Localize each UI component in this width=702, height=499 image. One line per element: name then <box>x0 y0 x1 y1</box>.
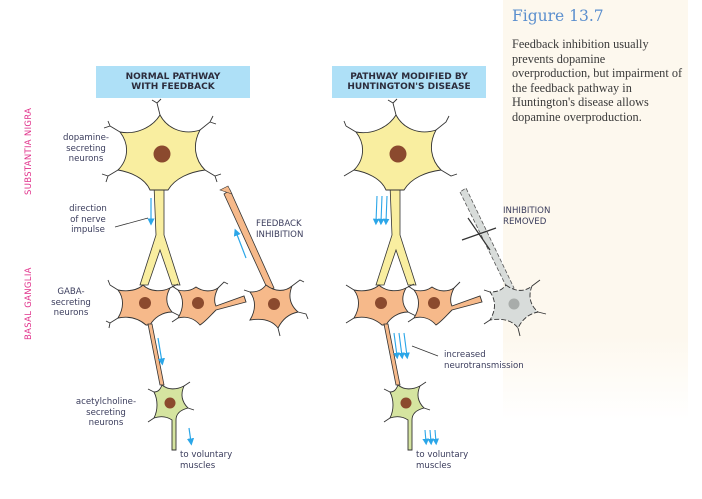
feedback-arrow <box>233 228 247 259</box>
gaba-feedback-neuron <box>243 279 309 337</box>
acetylcholine-neuron-right <box>383 381 431 451</box>
dopamine-neuron-right <box>343 98 458 191</box>
gaba-axon-right <box>383 323 401 386</box>
header-huntington-line2: HUNTINGTON'S DISEASE <box>347 82 471 92</box>
nucleus <box>153 145 171 163</box>
increased-gaba-arrows <box>393 332 410 360</box>
figure-caption: Feedback inhibition usually prevents dop… <box>512 37 683 124</box>
impaired-feedback-axon <box>459 187 515 291</box>
dopamine-axon-left <box>139 184 181 286</box>
acetylcholine-neuron-left <box>147 381 195 451</box>
figure-title: Figure 13.7 <box>512 7 604 25</box>
header-normal-line2: WITH FEEDBACK <box>131 82 215 92</box>
header-normal-line1: NORMAL PATHWAY <box>125 71 221 82</box>
inhibition-removed-x <box>461 217 497 251</box>
output-arrow <box>186 427 195 446</box>
gaba-neuron-right-1 <box>345 283 417 326</box>
gaba-axon-left <box>147 323 165 386</box>
increased-pointer <box>411 345 439 357</box>
gaba-neuron-left-2 <box>171 281 247 326</box>
impaired-gaba-neuron <box>483 279 547 337</box>
increased-output-arrows <box>422 429 440 446</box>
caption-panel <box>503 0 688 420</box>
header-huntington-line1: PATHWAY MODIFIED BY <box>350 71 468 82</box>
gaba-arrow <box>157 337 165 366</box>
dopamine-neuron-left <box>101 98 222 191</box>
gaba-neuron-left-1 <box>105 279 181 329</box>
direction-pointer <box>114 217 149 228</box>
dopamine-axon-right <box>375 184 417 286</box>
gaba-neuron-right-2 <box>407 281 483 326</box>
increased-impulse-arrows <box>372 195 390 226</box>
